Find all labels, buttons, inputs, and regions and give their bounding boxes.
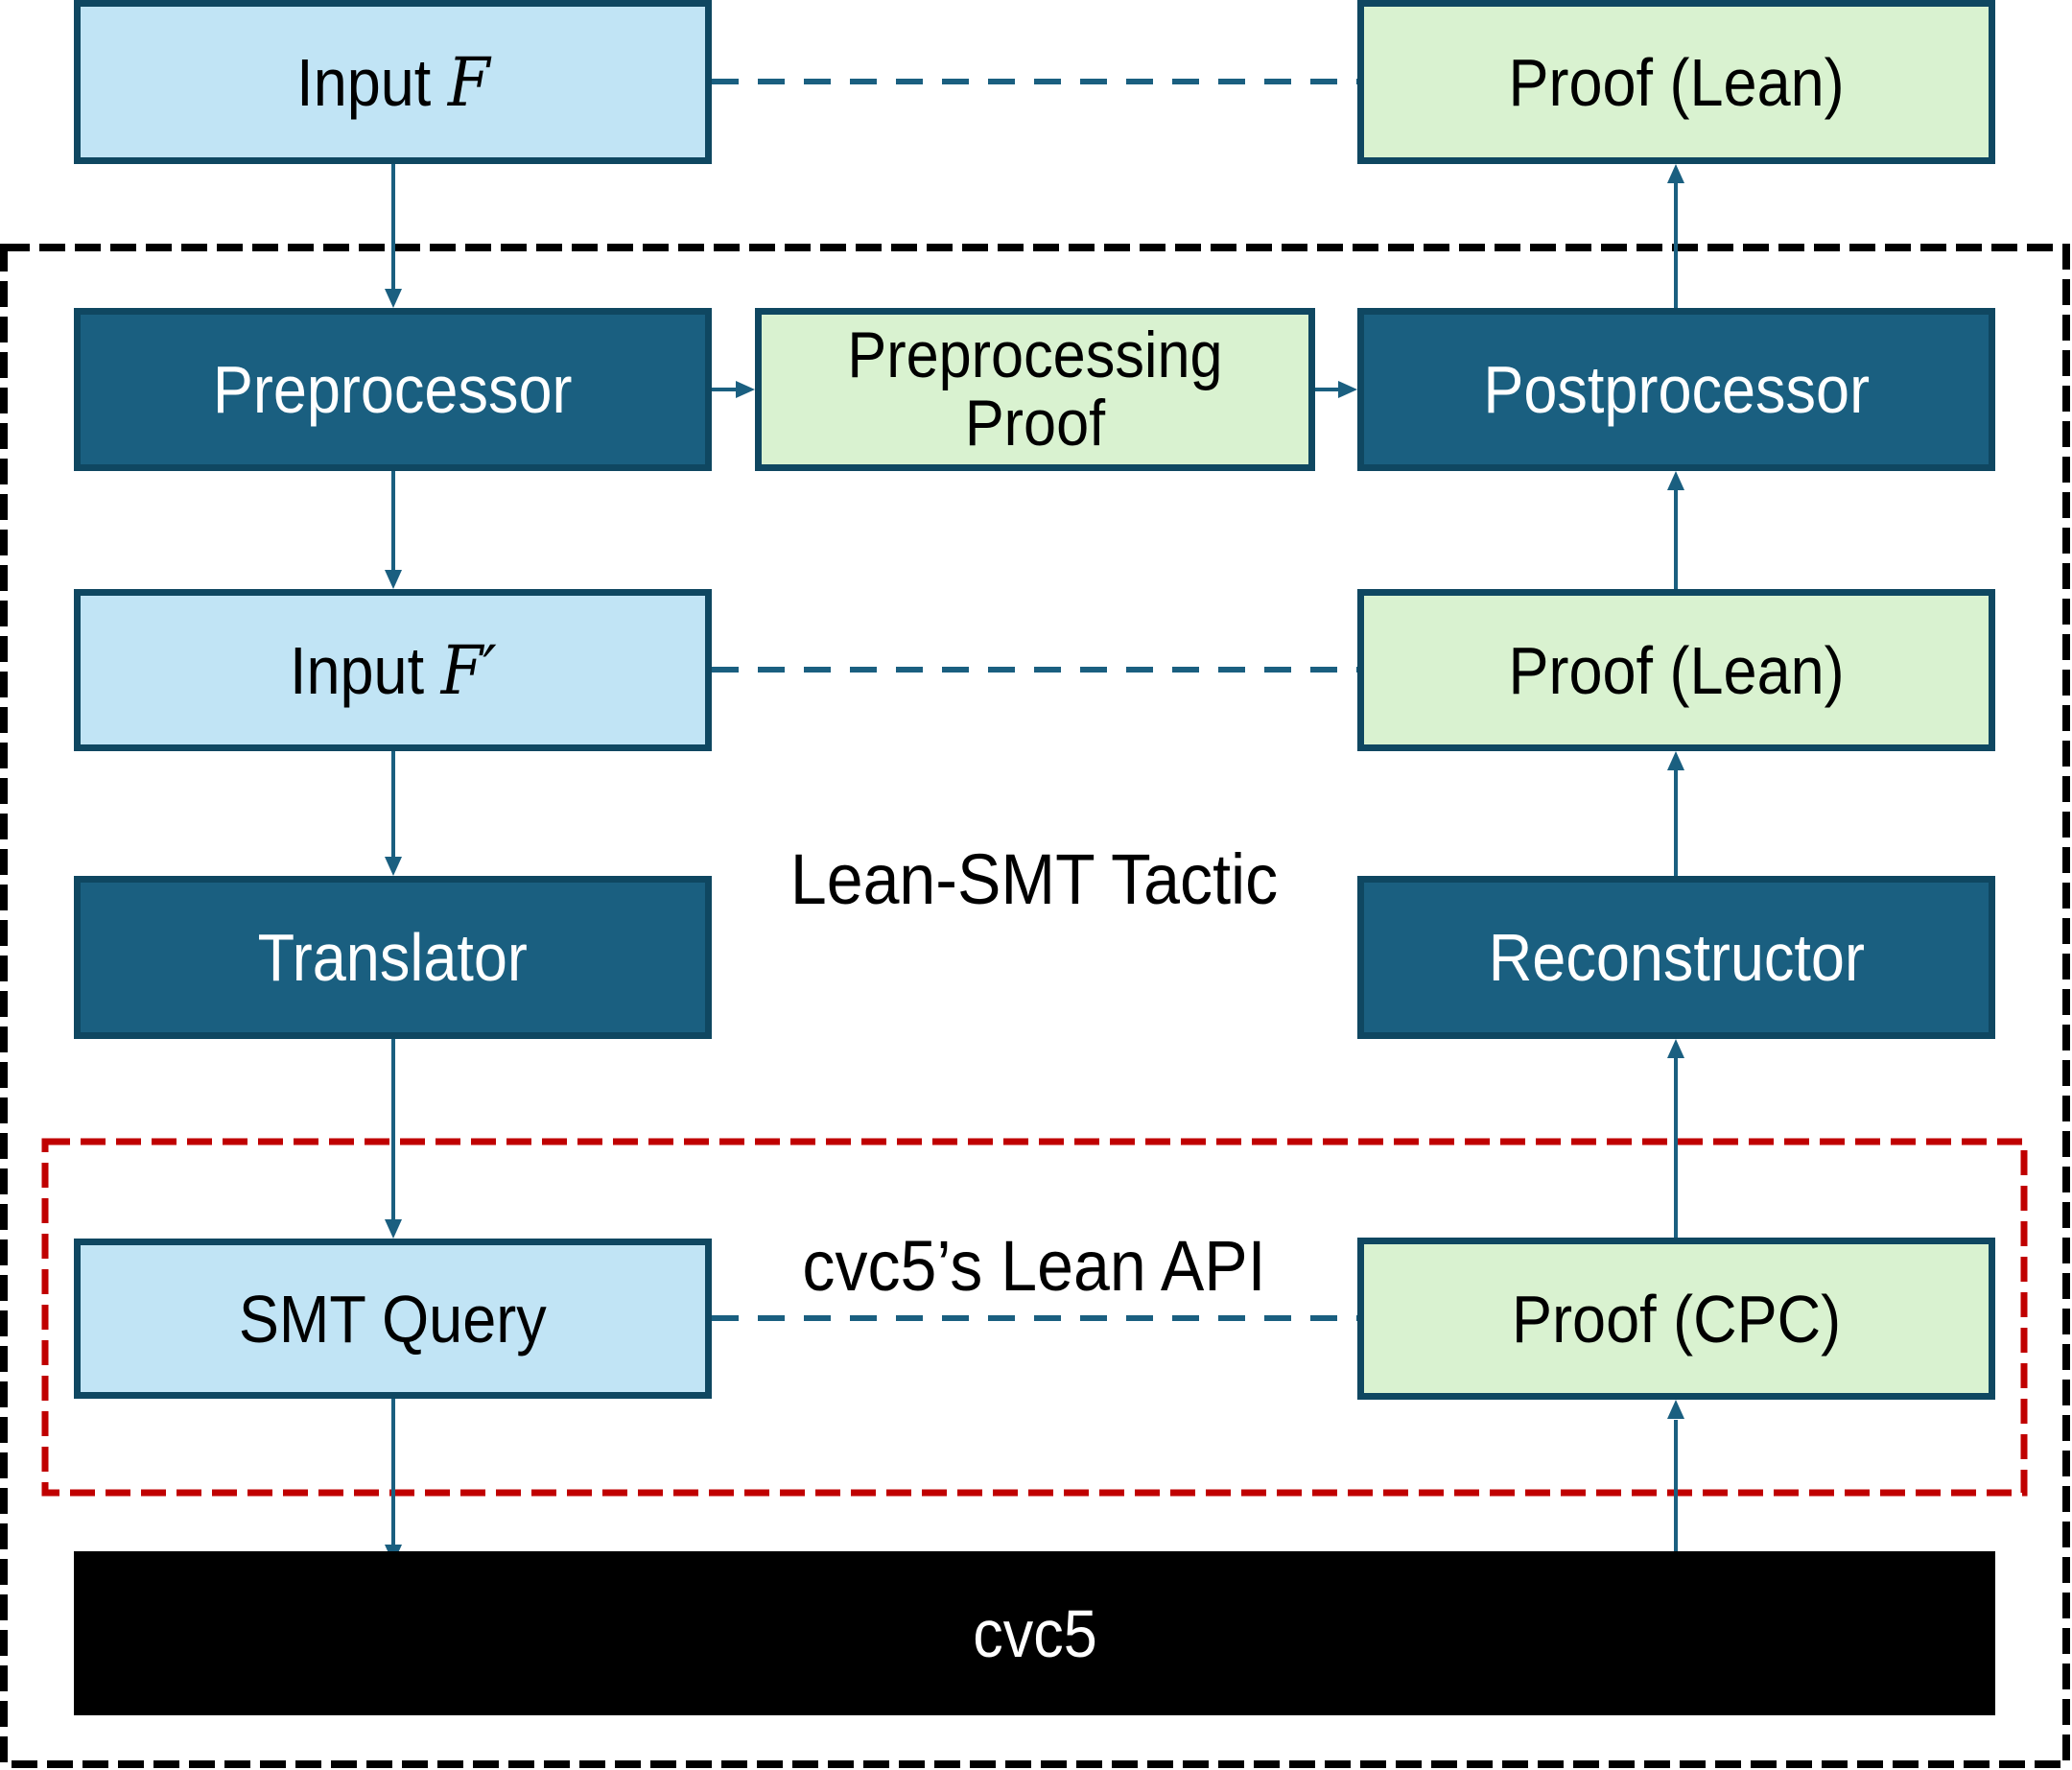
arrowhead-down-icon <box>385 857 402 876</box>
proof-lean-mid-label: Proof (Lean) <box>1508 632 1845 708</box>
smt-query-box: SMT Query <box>74 1239 712 1399</box>
arrowhead-right-icon <box>1338 381 1357 398</box>
proof-lean-mid-box: Proof (Lean) <box>1357 589 1995 751</box>
cvc5-solver-box: cvc5 <box>74 1551 1995 1715</box>
proof-cpc-box: Proof (CPC) <box>1357 1238 1995 1400</box>
cvc5-label: cvc5 <box>972 1595 1097 1671</box>
proof-lean-top-label: Proof (Lean) <box>1508 44 1845 120</box>
arrowhead-up-icon <box>1667 471 1684 490</box>
translator-box: Translator <box>74 876 712 1039</box>
api-region-label: cvc5’s Lean API <box>802 1226 1266 1306</box>
input-f-box: Input F <box>74 0 712 164</box>
arrowhead-up-icon <box>1667 1400 1684 1419</box>
reconstructor-box: Reconstructor <box>1357 876 1995 1039</box>
input-f-prime-box: Input F′ <box>74 589 712 751</box>
arrowhead-up-icon <box>1667 164 1684 183</box>
arrowhead-down-icon <box>385 289 402 308</box>
input-f-label: Input <box>295 44 448 120</box>
input-f-math: F <box>447 42 490 122</box>
reconstructor-label: Reconstructor <box>1488 920 1865 995</box>
input-f-prime-label: Input <box>289 632 441 708</box>
tactic-boundary <box>0 244 2070 1768</box>
arrowhead-right-icon <box>736 381 755 398</box>
smt-query-label: SMT Query <box>239 1281 547 1357</box>
postprocessor-label: Postprocessor <box>1483 352 1870 427</box>
api-boundary <box>41 1138 2028 1497</box>
arrowhead-up-icon <box>1667 1039 1684 1058</box>
proof-lean-top-box: Proof (Lean) <box>1357 0 1995 164</box>
arrowhead-down-icon <box>385 570 402 589</box>
arrowhead-down-icon <box>385 1219 402 1239</box>
tactic-region-label: Lean-SMT Tactic <box>789 839 1279 919</box>
arrowhead-up-icon <box>1667 751 1684 770</box>
preprocessing-proof-label: Preprocessing Proof <box>847 318 1223 460</box>
preprocessing-proof-box: Preprocessing Proof <box>755 308 1315 471</box>
preprocessor-box: Preprocessor <box>74 308 712 471</box>
proof-cpc-label: Proof (CPC) <box>1511 1281 1842 1357</box>
input-f-prime-math: F′ <box>440 630 497 710</box>
preprocessor-label: Preprocessor <box>213 352 573 427</box>
postprocessor-box: Postprocessor <box>1357 308 1995 471</box>
translator-label: Translator <box>257 920 529 995</box>
